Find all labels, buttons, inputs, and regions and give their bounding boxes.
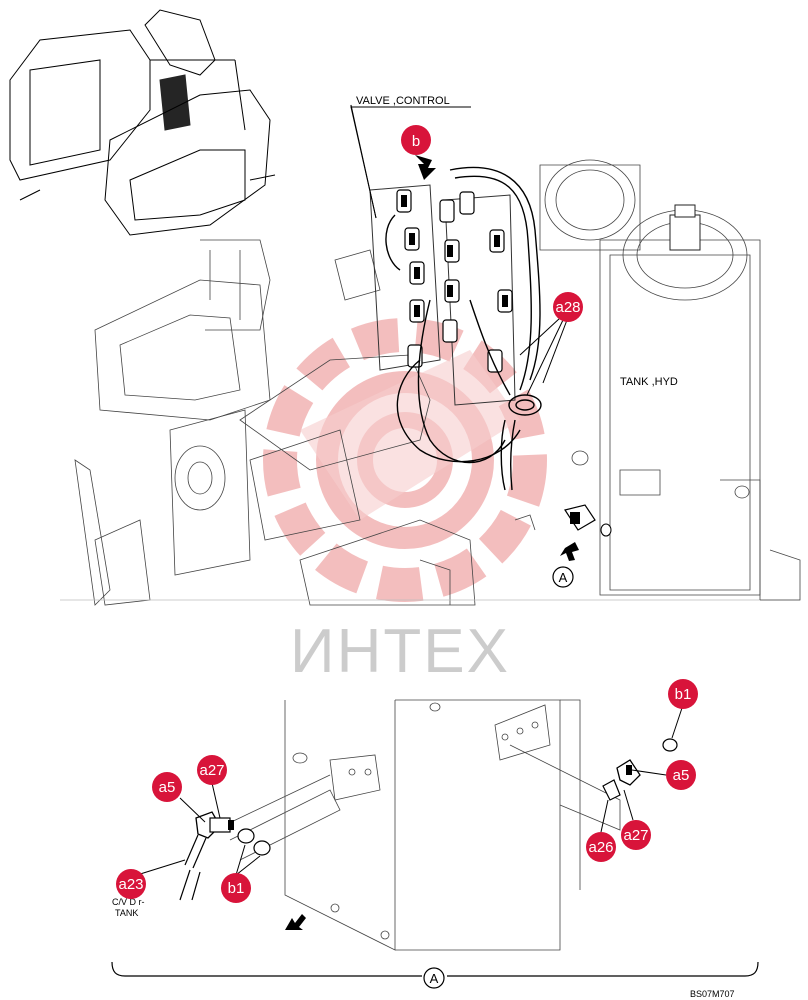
callout-b1-left-text: b1 bbox=[228, 880, 245, 897]
callout-b: b bbox=[401, 125, 431, 155]
detail-a-marker: A bbox=[423, 967, 445, 989]
callout-a23: a23 bbox=[116, 869, 146, 899]
callout-b1-top-text: b1 bbox=[675, 686, 692, 703]
detail-view-frame bbox=[224, 699, 621, 951]
view-a-letter: A bbox=[559, 570, 568, 585]
callout-a27-left-text: a27 bbox=[199, 762, 224, 779]
callout-a27-right-text: a27 bbox=[623, 827, 648, 844]
hydraulic-hoses bbox=[385, 166, 542, 491]
view-arrow-b bbox=[415, 155, 436, 180]
detail-bracket bbox=[111, 961, 759, 977]
right-fitting-assembly bbox=[602, 738, 678, 801]
callout-a5-right-text: a5 bbox=[673, 767, 690, 784]
cvd-tank-label-line2: TANK bbox=[115, 908, 138, 918]
tank-hyd-label: TANK ,HYD bbox=[620, 376, 678, 388]
view-a-marker: A bbox=[552, 566, 574, 588]
callout-b1-top: b1 bbox=[668, 679, 698, 709]
callout-a26-text: a26 bbox=[588, 839, 613, 856]
leader-lines bbox=[350, 104, 568, 396]
frame-structure bbox=[60, 239, 800, 606]
callout-a28: a28 bbox=[553, 292, 583, 322]
callout-a23-text: a23 bbox=[118, 876, 143, 893]
callout-b-text: b bbox=[412, 133, 420, 150]
detail-a-letter: A bbox=[430, 971, 439, 986]
callout-a5-right: a5 bbox=[666, 760, 696, 790]
callout-a28-text: a28 bbox=[555, 299, 580, 316]
callout-a27-left: a27 bbox=[197, 755, 227, 785]
valve-control-label: VALVE ,CONTROL bbox=[356, 95, 450, 107]
hydraulic-tank bbox=[539, 159, 801, 601]
watermark-text: ИНТЕХ bbox=[290, 617, 510, 686]
detail-leader-lines bbox=[136, 707, 683, 876]
drawing-code: BS07M707 bbox=[690, 989, 735, 999]
callout-a5-left-text: a5 bbox=[159, 779, 176, 796]
view-a-fitting bbox=[560, 504, 612, 561]
watermark-logo bbox=[263, 318, 547, 602]
callout-a5-left: a5 bbox=[152, 772, 182, 802]
detail-arrow bbox=[285, 914, 306, 930]
callout-a26: a26 bbox=[586, 832, 616, 862]
callout-b1-left: b1 bbox=[221, 873, 251, 903]
cvd-tank-label-line1: C/V D r- bbox=[112, 897, 145, 907]
callout-a27-right: a27 bbox=[621, 820, 651, 850]
excavator-thumbnail bbox=[9, 9, 276, 236]
